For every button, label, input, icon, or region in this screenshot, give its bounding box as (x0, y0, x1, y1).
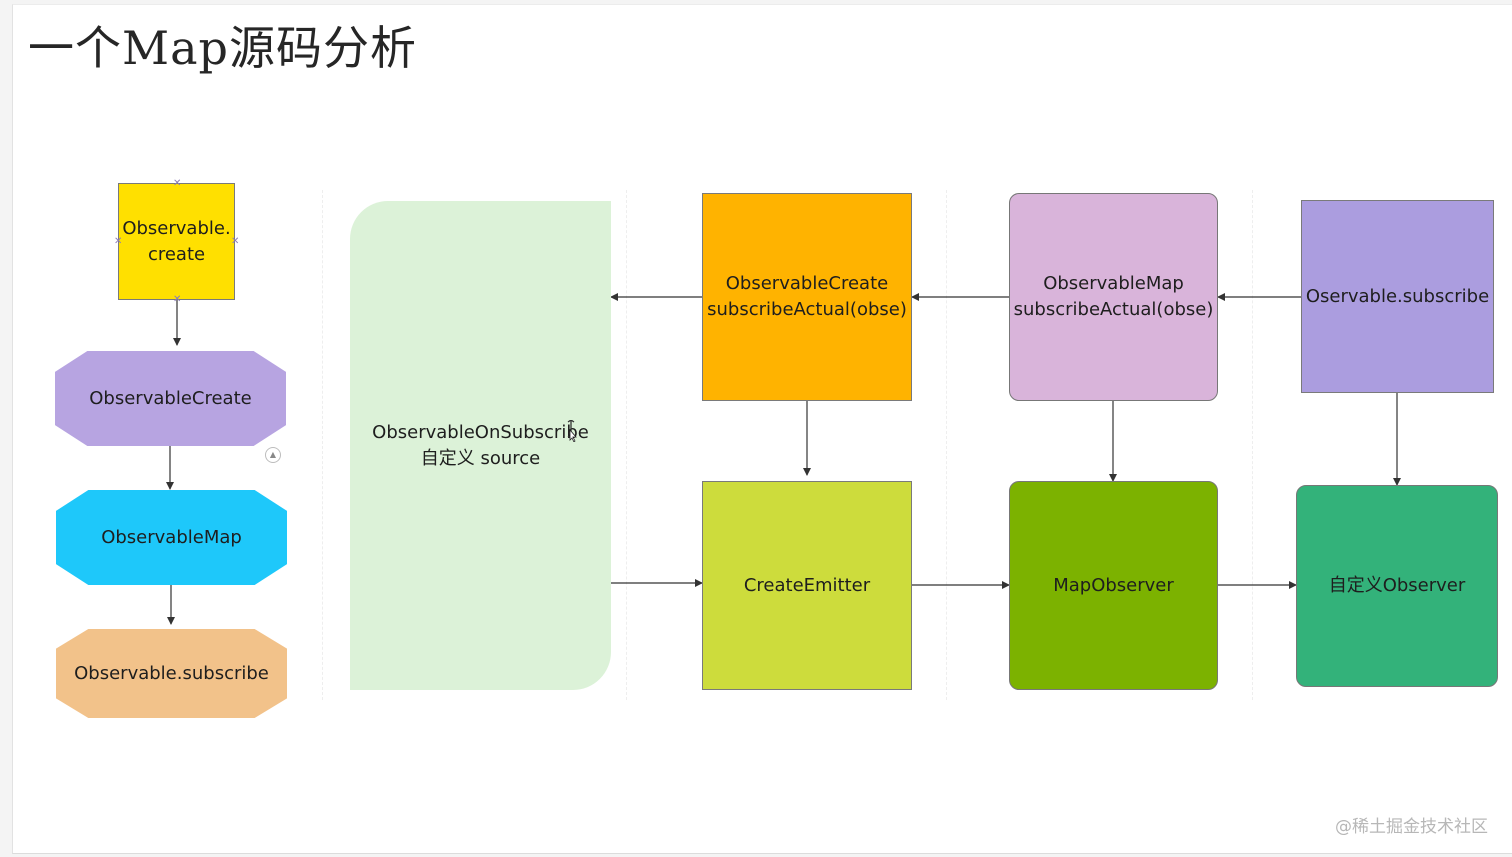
mouse-cursor-icon (567, 420, 577, 442)
selection-handle-icon[interactable]: ✕ (173, 178, 182, 189)
node-observablecreate-subscribeactual[interactable]: ObservableCreate subscribeActual(obse) (702, 193, 912, 401)
node-oservable-subscribe[interactable]: Oservable.subscribe (1301, 200, 1494, 393)
guide-line (946, 190, 947, 700)
node-observable-on-subscribe-source[interactable]: ObservableOnSubscribe 自定义 source (350, 201, 611, 690)
node-custom-observer[interactable]: 自定义Observer (1296, 485, 1498, 687)
selection-handle-icon[interactable]: ✕ (173, 294, 182, 305)
node-observablemap-octagon[interactable]: ObservableMap (56, 490, 287, 585)
selection-handle-icon[interactable]: ✕ (231, 236, 240, 247)
node-observablecreate-octagon[interactable]: ObservableCreate (55, 351, 286, 446)
collapse-arrow-icon[interactable]: ▲ (265, 447, 281, 463)
node-map-observer[interactable]: MapObserver (1009, 481, 1218, 690)
guide-line (322, 190, 323, 700)
node-observable-create-call[interactable]: Observable. create (118, 183, 235, 300)
watermark-text: @稀土掘金技术社区 (1335, 817, 1488, 837)
guide-line (1252, 190, 1253, 700)
selection-handle-icon[interactable]: ✕ (114, 236, 123, 247)
node-create-emitter[interactable]: CreateEmitter (702, 481, 912, 690)
node-observablemap-subscribeactual[interactable]: ObservableMap subscribeActual(obse) (1009, 193, 1218, 401)
page-title: 一个Map源码分析 (28, 21, 417, 75)
guide-line (626, 190, 627, 700)
node-observable-subscribe-octagon[interactable]: Observable.subscribe (56, 629, 287, 718)
